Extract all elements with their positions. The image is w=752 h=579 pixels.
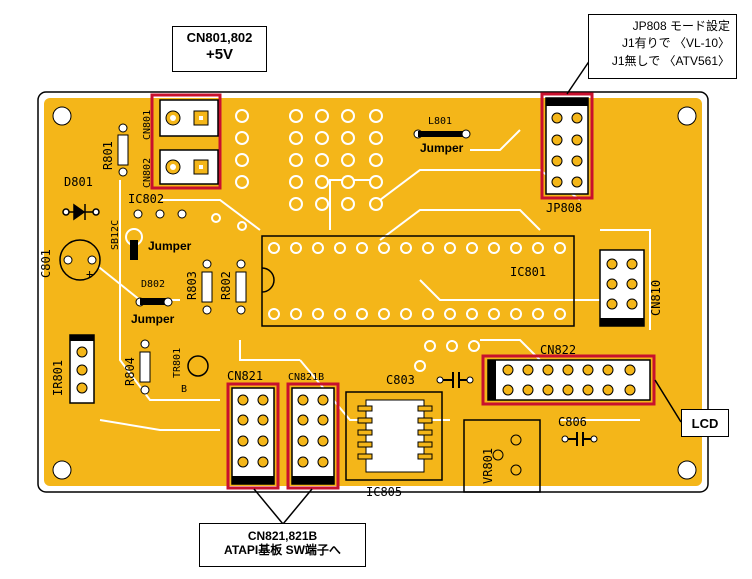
svg-text:+: + [86, 267, 93, 281]
cn801-highlight [150, 93, 222, 190]
pad-columns [211, 109, 383, 231]
cn802-connector [159, 149, 219, 185]
label-cn822: CN822 [540, 343, 576, 357]
ir801-sensor [69, 334, 95, 404]
cn821-header [231, 387, 275, 485]
callout-cn821-line2: ATAPI基板 SW端子へ [224, 543, 341, 558]
ic801-chip [261, 235, 575, 327]
misc-pads [414, 340, 480, 372]
label-jumper-3: Jumper [420, 141, 464, 155]
ic805-chip [345, 391, 443, 481]
label-r801: R801 [101, 141, 115, 170]
label-ic801: IC801 [510, 265, 546, 279]
label-jumper-1: Jumper [148, 239, 192, 253]
ic802-pads [133, 209, 187, 219]
label-ic805: IC805 [366, 485, 402, 499]
mounting-holes [52, 106, 697, 480]
label-jp808: JP808 [546, 201, 582, 215]
sb12c-jumper [125, 228, 143, 260]
callout-cn801-5v: CN801,802 +5V [172, 26, 267, 72]
label-r804: R804 [123, 357, 137, 386]
label-d801: D801 [64, 175, 93, 189]
label-r803: R803 [185, 271, 199, 300]
vr801-trimmer [463, 419, 541, 493]
d802-jumper [135, 297, 173, 307]
cn810-connector [599, 249, 645, 327]
cn822-highlight [481, 354, 656, 406]
label-vr801: VR801 [481, 448, 495, 484]
jp808-header [545, 97, 589, 195]
r801-resistor [117, 123, 129, 177]
label-r802: R802 [219, 271, 233, 300]
c806-capacitor [561, 432, 598, 446]
callout-jp808-line1: JP808 モード設定 [632, 19, 730, 33]
r803-resistor [201, 259, 213, 315]
callout-jp808-mode: JP808 モード設定 J1有りで 〈VL-10〉 J1無しで 〈ATV561〉 [588, 14, 737, 79]
label-ir801: IR801 [51, 360, 65, 396]
cn821-highlight [226, 382, 280, 490]
label-cn802: CN802 [142, 158, 153, 188]
d801-diode [62, 203, 100, 221]
label-tr801: TR801 [172, 348, 183, 378]
label-b: B [181, 384, 187, 395]
label-sb12c: SB12C [110, 220, 121, 250]
label-cn801: CN801 [142, 110, 153, 140]
callout-leaders [253, 59, 682, 525]
c801-capacitor: + [59, 239, 101, 281]
callout-cn801-line1: CN801,802 [186, 30, 253, 45]
callout-cn821-line1: CN821,821B [247, 529, 318, 543]
r802-resistor [235, 259, 247, 315]
r804-resistor [139, 339, 151, 395]
label-d802: D802 [141, 279, 165, 290]
callout-cn801-line2: +5V [205, 45, 234, 63]
cn822-header [487, 359, 651, 401]
label-cn810: CN810 [649, 280, 663, 316]
callout-lcd-label: LCD [691, 416, 719, 431]
l801-jumper [413, 129, 471, 139]
label-ic802: IC802 [128, 192, 164, 206]
c803-capacitor [436, 372, 474, 388]
label-jumper-2: Jumper [131, 312, 175, 326]
label-c801: C801 [39, 249, 53, 278]
cn821b-header [291, 387, 335, 485]
callout-jp808-line3: J1無しで 〈ATV561〉 [611, 53, 730, 68]
traces [89, 129, 651, 431]
label-c803: C803 [386, 373, 415, 387]
callout-lcd: LCD [681, 409, 729, 437]
cn801-connector [159, 99, 219, 137]
callout-jp808-line2: J1有りで 〈VL-10〉 [621, 36, 730, 51]
label-cn821: CN821 [227, 369, 263, 383]
label-l801: L801 [428, 116, 452, 127]
label-c806: C806 [558, 415, 587, 429]
tr801-transistor [187, 355, 209, 377]
callout-cn821-atapi: CN821,821B ATAPI基板 SW端子へ [199, 523, 366, 567]
label-cn821b: CN821B [288, 372, 324, 383]
cn821b-highlight [286, 382, 340, 490]
